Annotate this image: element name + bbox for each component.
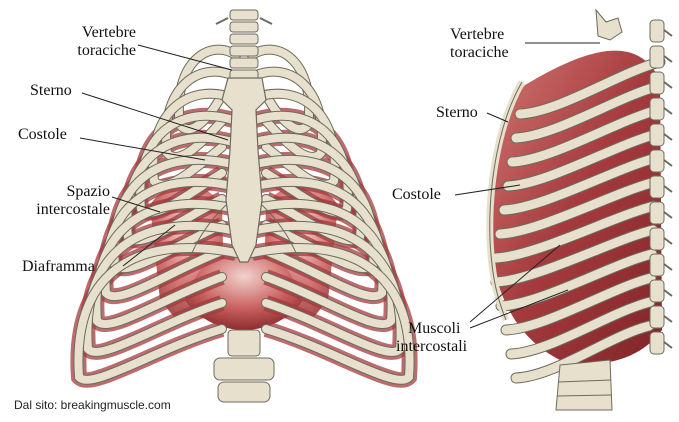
- side-leader-lines: [454, 42, 600, 329]
- label-spazio-intercostale: Spazio intercostale: [36, 183, 110, 218]
- source-credit: Dal sito: breakingmuscle.com: [14, 398, 171, 412]
- label-muscoli-intercostali: Muscoli intercostali: [396, 320, 468, 355]
- vertebra-process: [663, 185, 673, 193]
- vertebra: [649, 97, 665, 121]
- vertebra: [649, 253, 665, 277]
- rib: [248, 221, 405, 356]
- front-rib-cage: [70, 9, 418, 403]
- vertebra: [649, 71, 665, 95]
- vertebra-process: [663, 81, 673, 89]
- label-costole-front: Costole: [18, 126, 67, 143]
- vertebra: [229, 21, 259, 33]
- vertebra-process: [663, 289, 673, 297]
- vertebra-process: [663, 133, 673, 141]
- lumbar-vertebrae-side: [555, 359, 613, 411]
- rib: [511, 81, 664, 143]
- vertebra: [649, 305, 665, 329]
- rib: [495, 177, 660, 239]
- vertebra-process: [663, 263, 673, 271]
- rib: [499, 153, 661, 215]
- vertebra-process: [215, 17, 273, 25]
- rib: [496, 249, 657, 311]
- rib: [507, 105, 663, 167]
- rib: [503, 129, 662, 191]
- vertebra: [649, 123, 665, 147]
- label-sterno-side: Sterno: [436, 104, 478, 121]
- vertebra-process: [663, 237, 673, 245]
- rib: [515, 57, 665, 119]
- vertebra-process: [663, 29, 673, 37]
- vertebra: [649, 331, 665, 355]
- rib: [491, 225, 658, 287]
- vertebra: [649, 175, 665, 199]
- rib: [74, 243, 240, 384]
- rib: [248, 243, 414, 384]
- vertebra: [649, 279, 665, 303]
- vertebra: [649, 45, 665, 69]
- label-costole-side: Costole: [392, 186, 441, 203]
- rib: [92, 199, 240, 328]
- front-ribs: [73, 44, 415, 385]
- vertebra: [229, 57, 259, 69]
- vertebra-top: [595, 8, 623, 41]
- vertebra-process: [663, 159, 673, 167]
- label-sterno-front: Sterno: [30, 82, 72, 99]
- vertebra: [229, 33, 259, 45]
- rib: [501, 273, 656, 335]
- sternum: [221, 77, 267, 263]
- thoracic-vertebrae: [215, 9, 273, 81]
- vertebra-process: [663, 211, 673, 219]
- vertebra: [649, 19, 665, 43]
- label-vertebre-side: Vertebre toraciche: [450, 26, 509, 61]
- vertebra: [649, 227, 665, 251]
- vertebra: [229, 9, 259, 21]
- side-ribs: [490, 56, 666, 384]
- vertebra: [649, 149, 665, 173]
- vertebra-process: [663, 107, 673, 115]
- front-leader-lines: [79, 44, 233, 267]
- rib: [491, 201, 659, 263]
- vertebra-process: [663, 315, 673, 323]
- vertebra: [229, 45, 259, 57]
- label-vertebre-front: Vertebre toraciche: [77, 24, 136, 59]
- rib: [511, 321, 654, 383]
- vertebra-process: [663, 341, 673, 349]
- vertebra: [649, 201, 665, 225]
- lumbar-vertebra: [213, 357, 275, 381]
- thoracic-vertebrae-side: [595, 8, 673, 355]
- vertebra-process: [663, 55, 673, 63]
- rib: [248, 199, 396, 328]
- label-diaframma: Diaframma: [22, 258, 95, 275]
- side-rib-cage: [486, 8, 673, 411]
- rib: [506, 297, 655, 359]
